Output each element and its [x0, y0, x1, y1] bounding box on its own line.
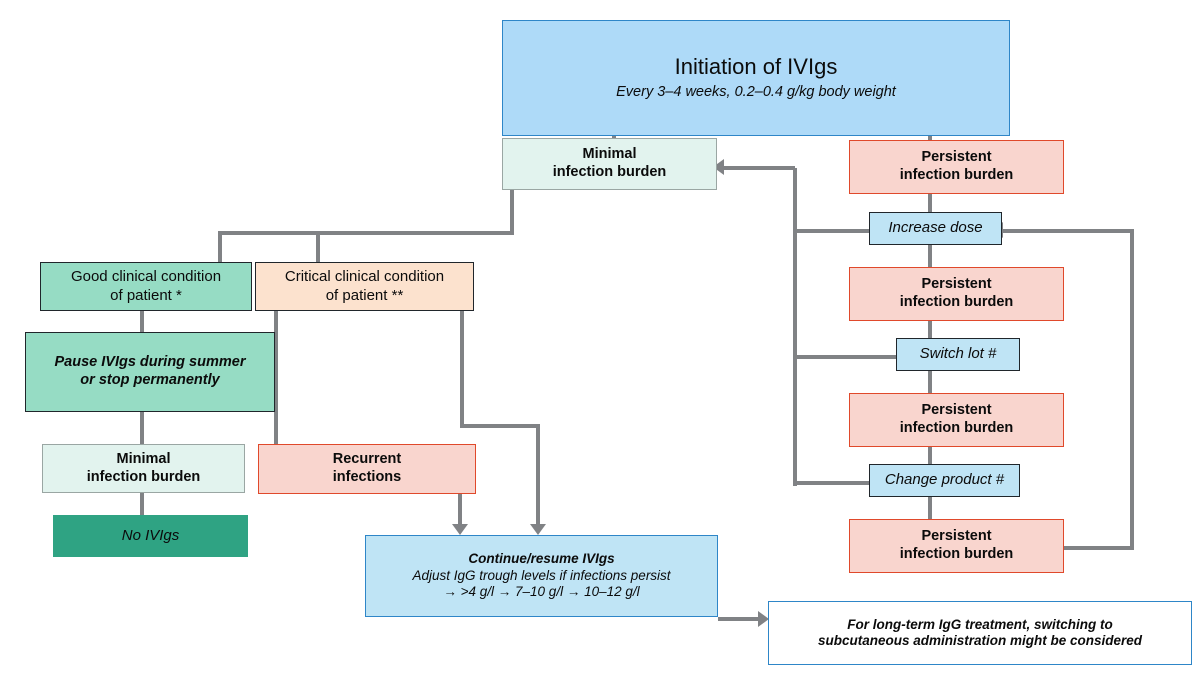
node-minimal-infection-burden-top[interactable]: Minimal infection burden	[502, 138, 717, 190]
node-no-ivigs[interactable]: No IVIgs	[53, 515, 248, 557]
initiation-title: Initiation of IVIgs	[674, 54, 838, 80]
connector-spine-to-change	[793, 481, 869, 485]
recurrent-line2: infections	[332, 469, 402, 485]
persistent2-line2: infection burden	[899, 294, 1014, 310]
connector-minimal-down	[510, 190, 514, 235]
connector-critical-into-continue	[536, 424, 540, 528]
persistent4-line2: infection burden	[899, 546, 1014, 562]
persistent1-line1: Persistent	[921, 149, 992, 166]
connector-persistent2-to-switch	[928, 321, 932, 344]
node-pause-ivigs[interactable]: Pause IVIgs during summer or stop perman…	[25, 332, 275, 412]
connector-to-minimal-arrow	[724, 166, 795, 170]
continue-line1: Continue/resume IVIgs	[468, 551, 615, 567]
node-persistent-infection-burden-4[interactable]: Persistent infection burden	[849, 519, 1064, 573]
critical-condition-line2: of patient **	[325, 286, 404, 304]
continue-line3: → >4 g/l → 7–10 g/l → 10–12 g/l	[443, 584, 640, 600]
switch-lot-label: Switch lot #	[919, 345, 997, 363]
connector-minimal-left-run	[218, 231, 514, 235]
connector-continue-to-note	[718, 617, 760, 621]
good-condition-line1: Good clinical condition	[70, 268, 222, 286]
connector-loop-top	[1003, 229, 1134, 233]
connector-loop-right	[1130, 229, 1134, 550]
connector-change-to-persistent4	[928, 496, 932, 520]
recurrent-line1: Recurrent	[332, 451, 402, 468]
change-product-label: Change product #	[884, 471, 1005, 489]
node-continue-resume-ivigs[interactable]: Continue/resume IVIgs Adjust IgG trough …	[365, 535, 718, 617]
connector-spine-to-switch	[793, 355, 896, 359]
arrowhead-continue-right	[530, 524, 546, 535]
connector-increase-to-persistent2	[928, 245, 932, 270]
node-minimal-infection-burden-left[interactable]: Minimal infection burden	[42, 444, 245, 493]
node-recurrent-infections[interactable]: Recurrent infections	[258, 444, 476, 494]
persistent3-line2: infection burden	[899, 420, 1014, 436]
node-persistent-infection-burden-3[interactable]: Persistent infection burden	[849, 393, 1064, 447]
connector-switch-to-persistent3	[928, 371, 932, 395]
continue-line2: Adjust IgG trough levels if infections p…	[412, 567, 671, 583]
connector-recurrent-to-continue	[458, 494, 462, 528]
minimal-left-line1: Minimal	[116, 450, 171, 467]
arrowhead-minimal	[713, 159, 724, 175]
node-increase-dose[interactable]: Increase dose	[869, 212, 1002, 245]
arrowhead-continue-left	[452, 524, 468, 535]
good-condition-line2: of patient *	[110, 286, 182, 304]
node-persistent-infection-burden-1[interactable]: Persistent infection burden	[849, 140, 1064, 194]
connector-critical-right	[460, 424, 540, 428]
connector-persistent1-to-increase	[928, 194, 932, 218]
connector-branch-critical	[316, 231, 320, 263]
node-switch-lot[interactable]: Switch lot #	[896, 338, 1020, 371]
connector-persistent3-to-change	[928, 447, 932, 469]
node-change-product[interactable]: Change product #	[869, 464, 1020, 497]
connector-critical-down	[460, 310, 464, 428]
no-ivigs-label: No IVIgs	[121, 526, 180, 544]
persistent1-line2: infection burden	[899, 167, 1014, 183]
connector-pause-to-minimal	[140, 410, 144, 446]
increase-dose-label: Increase dose	[888, 219, 983, 237]
connector-critical-to-recurrent	[274, 310, 278, 446]
note-line1: For long-term IgG treatment, switching t…	[847, 616, 1113, 632]
minimal-top-line1: Minimal	[582, 146, 637, 163]
pause-line2: or stop permanently	[80, 372, 220, 388]
persistent2-line1: Persistent	[921, 276, 992, 293]
node-good-clinical-condition[interactable]: Good clinical condition of patient *	[40, 262, 252, 311]
node-longterm-note[interactable]: For long-term IgG treatment, switching t…	[768, 601, 1192, 665]
node-persistent-infection-burden-2[interactable]: Persistent infection burden	[849, 267, 1064, 321]
node-critical-clinical-condition[interactable]: Critical clinical condition of patient *…	[255, 262, 474, 311]
connector-loop-bottom	[1064, 546, 1134, 550]
minimal-top-line2: infection burden	[552, 164, 667, 180]
minimal-left-line2: infection burden	[86, 468, 201, 485]
persistent4-line1: Persistent	[921, 528, 992, 545]
arrowhead-note	[758, 611, 769, 627]
pause-line1: Pause IVIgs during summer	[54, 354, 246, 371]
node-initiation[interactable]: Initiation of IVIgs Every 3–4 weeks, 0.2…	[502, 20, 1010, 136]
connector-branch-good	[218, 231, 222, 263]
note-line2: subcutaneous administration might be con…	[817, 633, 1143, 648]
connector-minimal-to-noivigs	[140, 491, 144, 516]
connector-spine-to-increase	[793, 229, 869, 233]
connector-actions-spine	[793, 168, 797, 486]
initiation-subtitle: Every 3–4 weeks, 0.2–0.4 g/kg body weigh…	[616, 84, 896, 101]
persistent3-line1: Persistent	[921, 402, 992, 419]
connector-good-to-pause	[140, 310, 144, 334]
critical-condition-line1: Critical clinical condition	[284, 268, 445, 286]
